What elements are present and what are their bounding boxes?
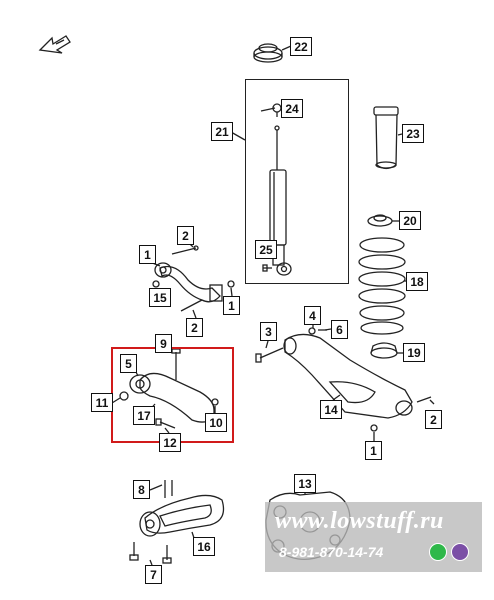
watermark-phone: 8-981-870-14-74 xyxy=(279,544,384,560)
watermark: www.lowstuff.ru 8-981-870-14-74 xyxy=(265,502,482,572)
callout-2[interactable]: 2 xyxy=(425,410,442,429)
callout-24[interactable]: 24 xyxy=(281,99,303,118)
callout-7[interactable]: 7 xyxy=(145,565,162,584)
callout-2[interactable]: 2 xyxy=(177,226,194,245)
callout-13[interactable]: 13 xyxy=(294,474,316,493)
callout-5[interactable]: 5 xyxy=(120,354,137,373)
callout-1[interactable]: 1 xyxy=(223,296,240,315)
callout-8[interactable]: 8 xyxy=(133,480,150,499)
callout-14[interactable]: 14 xyxy=(320,400,342,419)
callout-22[interactable]: 22 xyxy=(290,37,312,56)
callout-9[interactable]: 9 xyxy=(155,334,172,353)
callout-6[interactable]: 6 xyxy=(331,320,348,339)
shock-absorber-group-box xyxy=(245,79,349,284)
watermark-site: www.lowstuff.ru xyxy=(275,508,444,534)
viber-icon[interactable] xyxy=(451,543,469,561)
callout-25[interactable]: 25 xyxy=(255,240,277,259)
front-direction-arrow-icon xyxy=(38,35,71,54)
callout-3[interactable]: 3 xyxy=(260,322,277,341)
callout-16[interactable]: 16 xyxy=(193,537,215,556)
callout-23[interactable]: 23 xyxy=(402,124,424,143)
callout-20[interactable]: 20 xyxy=(399,211,421,230)
callout-18[interactable]: 18 xyxy=(406,272,428,291)
whatsapp-icon[interactable] xyxy=(429,543,447,561)
callout-17[interactable]: 17 xyxy=(133,406,155,425)
callout-4[interactable]: 4 xyxy=(304,306,321,325)
callout-21[interactable]: 21 xyxy=(211,122,233,141)
callout-15[interactable]: 15 xyxy=(149,288,171,307)
callout-2[interactable]: 2 xyxy=(186,318,203,337)
callout-19[interactable]: 19 xyxy=(403,343,425,362)
callout-11[interactable]: 11 xyxy=(91,393,113,412)
callout-1[interactable]: 1 xyxy=(139,245,156,264)
callout-12[interactable]: 12 xyxy=(159,433,181,452)
callout-1[interactable]: 1 xyxy=(365,441,382,460)
callout-10[interactable]: 10 xyxy=(205,413,227,432)
